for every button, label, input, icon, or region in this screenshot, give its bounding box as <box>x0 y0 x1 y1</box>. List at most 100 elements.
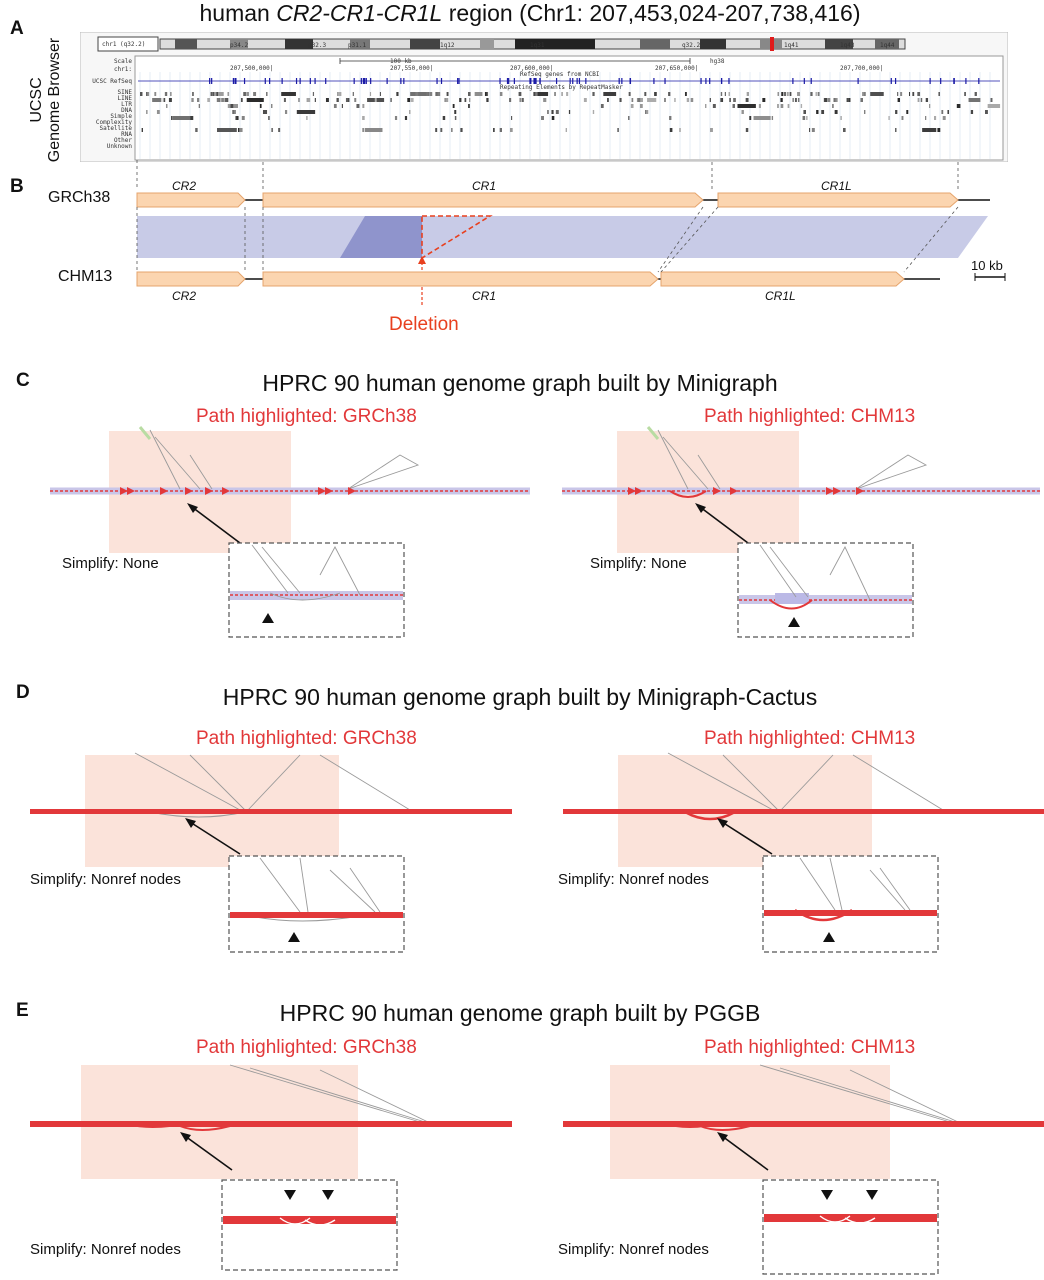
panel-a-letter: A <box>10 18 24 39</box>
alignment-band <box>137 216 988 258</box>
assembly-label-grch38: GRCh38 <box>48 189 111 206</box>
triangle-marker <box>866 1190 878 1200</box>
gene-label-cr2-top: CR2 <box>172 179 197 193</box>
panel-d-letter: D <box>16 682 30 703</box>
track-label-refseq: UCSC RefSeq <box>92 78 132 85</box>
refseq-caption: RefSeq genes from NCBI <box>520 71 600 78</box>
band-label-3: p31.1 <box>348 42 366 49</box>
zoom-box-c-left <box>228 542 405 638</box>
position-3: 207,600,000| <box>510 65 553 72</box>
gene-label-cr1-bottom: CR1 <box>472 289 497 303</box>
zoom-arrow-d-right <box>721 821 773 855</box>
band-label-8: 1q43 <box>840 42 855 49</box>
chromosome-ideogram: chr1 (q32.2) p34.2 p32.3 p31.1 1q12 1q31… <box>97 36 906 52</box>
band-label-4: 1q12 <box>440 42 455 49</box>
gene-correspondence-lines <box>136 206 959 273</box>
track-label-simple: Simple <box>110 113 132 120</box>
panel-c-left-path-label: Path highlighted: GRCh38 <box>196 406 417 427</box>
track-label-scale: Scale <box>114 58 132 65</box>
panel-d-graphs <box>30 752 1044 953</box>
deletion-arrow-head <box>418 256 426 264</box>
panel-e-right-simplify: Simplify: Nonref nodes <box>558 1241 709 1258</box>
ucsc-side-label: UCSC Genome Browser <box>28 30 64 170</box>
track-label-ltr: LTR <box>121 101 132 108</box>
cactus-graph-grch38 <box>30 752 512 818</box>
gene-arrow-cr1l-grch38 <box>717 192 959 208</box>
zoom-box-d-left <box>228 855 405 953</box>
zoom-arrow-c-right <box>699 506 749 544</box>
panel-e-left-simplify: Simplify: Nonref nodes <box>30 1241 181 1258</box>
ideogram-chrom-label: chr1 (q32.2) <box>102 41 145 48</box>
figure-title: human CR2-CR1-CR1L region (Chr1: 207,453… <box>120 0 940 27</box>
gene-label-cr1l-bottom: CR1L <box>765 289 796 303</box>
zoom-box-d-right <box>762 855 939 953</box>
gene-label-cr1-top: CR1 <box>472 179 497 193</box>
position-2: 207,550,000| <box>390 65 433 72</box>
track-label-chr: chr1: <box>114 66 132 73</box>
gene-arrow-cr1-chm13 <box>262 271 659 287</box>
assembly-label-chm13: CHM13 <box>58 268 113 285</box>
track-label-sine: SINE <box>118 89 133 96</box>
scale-text: 100 kb <box>390 58 412 65</box>
refseq-gene-track <box>209 78 980 84</box>
band-label-5: 1q31 <box>530 42 545 49</box>
panel-c-left-simplify: Simplify: None <box>62 555 159 572</box>
track-label-line: LINE <box>118 95 133 102</box>
panel-d-left-path-label: Path highlighted: GRCh38 <box>196 728 417 749</box>
figure-title-suffix: region (Chr1: 207,453,024-207,738,416) <box>442 0 861 26</box>
band-label-9: 1q44 <box>880 42 895 49</box>
triangle-marker <box>788 617 800 627</box>
band-label-7: 1q41 <box>784 42 799 49</box>
panel-d-right-path-label: Path highlighted: CHM13 <box>704 728 916 749</box>
panel-e-graphs <box>30 1064 1044 1275</box>
panel-d-right-simplify: Simplify: Nonref nodes <box>558 871 709 888</box>
figure-title-prefix: human <box>199 0 277 26</box>
position-5: 207,700,000| <box>840 65 883 72</box>
arrowheads-c-left <box>120 487 356 495</box>
panel-e-letter: E <box>16 1000 29 1021</box>
zoom-arrow-e-right <box>721 1135 769 1171</box>
panel-e-title: HPRC 90 human genome graph built by PGGB <box>279 1000 761 1026</box>
panel-d-title: HPRC 90 human genome graph built by Mini… <box>222 684 818 710</box>
minigraph-graph-chm13 <box>562 426 1040 498</box>
panel-d-left-simplify: Simplify: Nonref nodes <box>30 871 181 888</box>
scale-bar-label: 10 kb <box>971 258 1003 273</box>
minigraph-graph-grch38 <box>50 426 530 495</box>
browser-track-labels: Scale chr1: UCSC RefSeq SINE LINE LTR DN… <box>92 58 132 150</box>
zoom-box-c-right <box>737 542 914 638</box>
panel-e-right-path-label: Path highlighted: CHM13 <box>704 1037 916 1058</box>
panel-c-graphs <box>50 426 1040 638</box>
ucsc-side-label-line2: Genome Browser <box>46 37 63 163</box>
track-label-dna: DNA <box>121 107 132 114</box>
arrowheads-c-right <box>628 487 864 495</box>
gene-arrow-cr1l-chm13 <box>660 271 905 287</box>
ucsc-browser-view: chr1 (q32.2) p34.2 p32.3 p31.1 1q12 1q31… <box>80 32 1008 162</box>
gene-arrow-cr1-grch38 <box>262 192 704 208</box>
panel-e-left-path-label: Path highlighted: GRCh38 <box>196 1037 417 1058</box>
ucsc-side-label-line1: UCSC <box>28 77 45 123</box>
panel-c-right-path-label: Path highlighted: CHM13 <box>704 406 916 427</box>
cactus-graph-chm13 <box>563 752 1044 821</box>
panel-a-b-connectors <box>136 160 959 190</box>
pggb-graph-grch38 <box>30 1064 512 1131</box>
triangle-marker <box>284 1190 296 1200</box>
zoom-box-e-left <box>221 1179 398 1271</box>
alignment-overlap <box>340 216 422 258</box>
browser-grid-lines <box>139 72 991 159</box>
panel-c-title: HPRC 90 human genome graph built by Mini… <box>262 370 778 396</box>
zoom-arrow-c-left <box>191 506 241 544</box>
repeat-caption: Repeating Elements by RepeatMasker <box>500 84 623 91</box>
gene-label-cr1l-top: CR1L <box>821 179 852 193</box>
panel-c-right-simplify: Simplify: None <box>590 555 687 572</box>
zoom-box-e-right <box>762 1179 939 1275</box>
gene-label-cr2-bottom: CR2 <box>172 289 197 303</box>
figure-title-genes: CR2-CR1-CR1L <box>276 0 443 26</box>
track-label-complexity: Complexity <box>96 119 133 126</box>
triangle-marker <box>288 932 300 942</box>
track-label-rna: RNA <box>121 131 132 138</box>
assembly-alignment-diagram <box>136 160 1006 305</box>
band-label-1: p34.2 <box>230 42 248 49</box>
gene-arrow-cr2-chm13 <box>136 271 246 287</box>
gene-arrow-cr2-grch38 <box>136 192 246 208</box>
zoom-arrow-d-left <box>189 821 241 855</box>
